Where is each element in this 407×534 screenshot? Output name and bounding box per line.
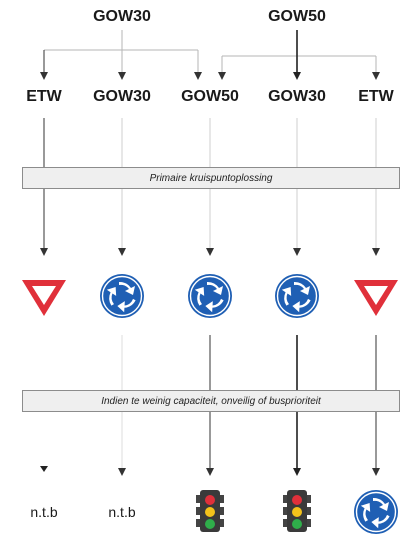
mid-label-gow30: GOW30: [93, 88, 151, 105]
mid-label-etw: ETW: [358, 88, 394, 105]
gow50-branch: [218, 30, 380, 80]
mid-label-gow30: GOW30: [268, 88, 326, 105]
roundabout-icon: [100, 274, 144, 318]
traffic-light-icon: [196, 490, 224, 532]
result-ntb: n.t.b: [30, 504, 58, 520]
fallback-condition-box: Indien te weinig capaciteit, onveilig of…: [22, 390, 400, 412]
yield-sign-icon: [354, 280, 398, 316]
ntb-arrowhead: [40, 466, 48, 472]
top-label-gow30: GOW30: [93, 8, 151, 25]
result-ntb: n.t.b: [108, 504, 136, 520]
top-label-gow50: GOW50: [268, 8, 326, 25]
roundabout-icon: [354, 490, 398, 534]
traffic-light-icon: [283, 490, 311, 532]
mid-label-etw: ETW: [26, 88, 62, 105]
roundabout-icon: [188, 274, 232, 318]
primary-solution-box: Primaire kruispuntoplossing: [22, 167, 400, 189]
yield-sign-icon: [22, 280, 66, 316]
gow30-branch: [40, 30, 202, 80]
mid-label-gow50: GOW50: [181, 88, 239, 105]
roundabout-icon: [275, 274, 319, 318]
